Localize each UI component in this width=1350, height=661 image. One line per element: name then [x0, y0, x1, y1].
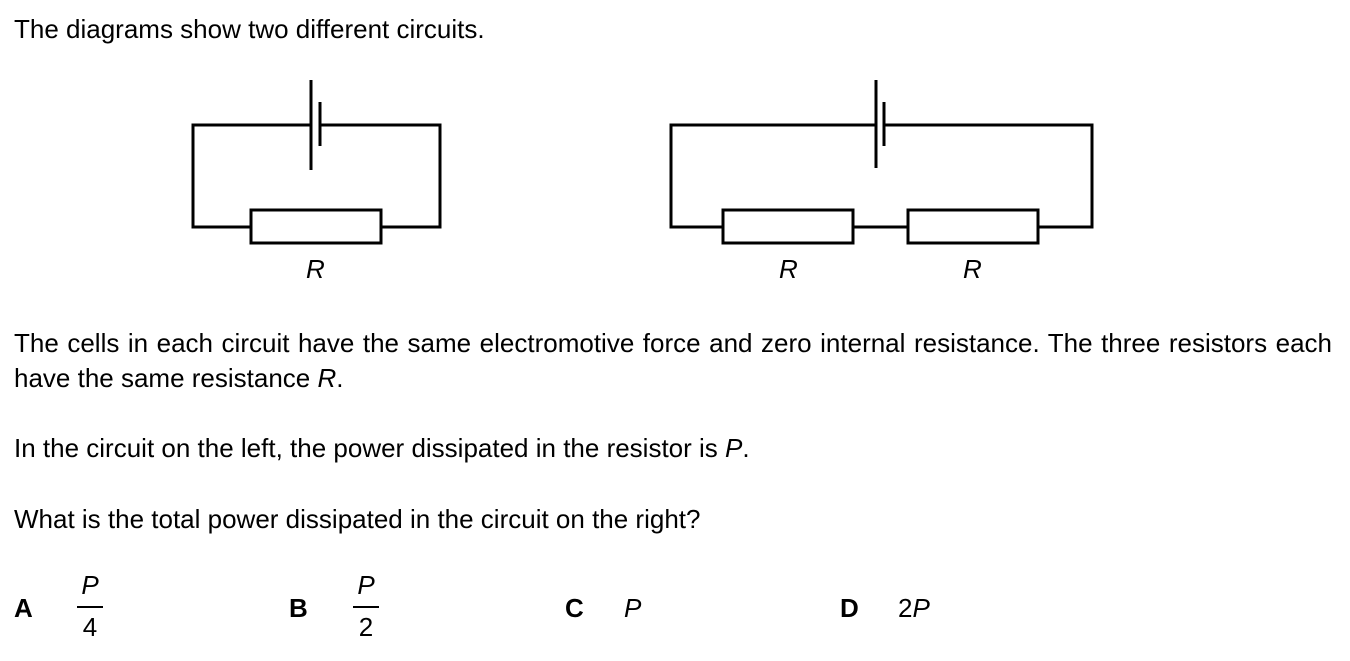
option-a-letter: A [14, 593, 33, 623]
option-b-letter: B [289, 593, 308, 623]
option-d-letter: D [840, 593, 859, 623]
left-resistor [249, 208, 383, 245]
option-b-numerator: P [357, 570, 375, 600]
left-circuit-diagram [191, 80, 1094, 245]
option-a-numerator: P [81, 570, 99, 600]
question-text: What is the total power dissipated in th… [14, 504, 701, 534]
left-resistor-label: R [306, 254, 325, 284]
right-resistor-1 [721, 208, 855, 245]
option-b-fraction: P 2 [351, 570, 381, 646]
right-circuit-wire [884, 123, 1094, 229]
option-a-fraction: P 4 [75, 570, 105, 646]
option-b-fraction-bar [353, 606, 379, 608]
option-d-value: 2P [898, 593, 930, 623]
option-c-letter: C [565, 593, 584, 623]
paragraph-conditions: The cells in each circuit have the same … [14, 328, 1332, 393]
right-resistor-2-label: R [963, 254, 982, 284]
option-a-fraction-bar [77, 606, 103, 608]
option-b-denominator: 2 [358, 612, 374, 642]
option-c-value: P [624, 593, 642, 623]
paragraph-power: In the circuit on the left, the power di… [14, 433, 750, 463]
intro-text: The diagrams show two different circuits… [14, 14, 485, 44]
option-a-denominator: 4 [82, 612, 98, 642]
right-resistor-1-label: R [779, 254, 798, 284]
right-circuit-wire [669, 123, 876, 229]
left-circuit-wire [191, 123, 311, 229]
right-resistor-2 [906, 208, 1040, 245]
left-circuit-wire [320, 123, 442, 229]
